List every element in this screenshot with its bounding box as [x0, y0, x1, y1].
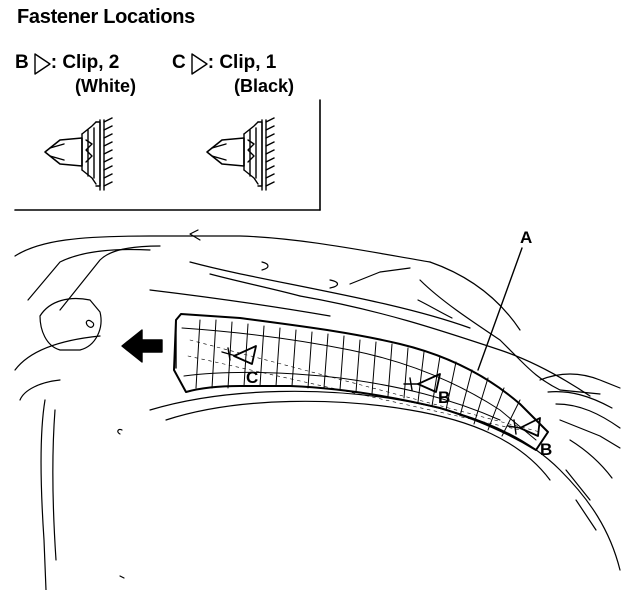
legend-c-triangle-shape [191, 53, 208, 75]
legend-b: B : Clip, 2 [15, 52, 119, 74]
page-title: Fastener Locations [17, 6, 195, 28]
forward-arrow-icon [121, 329, 163, 363]
callout-a-leader [477, 247, 523, 371]
inset-box [14, 99, 321, 211]
legend-b-triangle-shape [34, 53, 51, 75]
legend-c-text: : Clip, 1 [207, 52, 277, 73]
legend-b-color: (White) [75, 76, 136, 96]
clip-c-marker [221, 345, 257, 365]
legend-c-color: (Black) [234, 76, 295, 96]
callout-b-label-2: B [540, 440, 553, 459]
callout-b-label-1: B [438, 388, 451, 407]
clip-b-marker-2 [507, 417, 541, 437]
clip-c-illustration [206, 117, 275, 191]
legend-c: C : Clip, 1 [172, 52, 276, 74]
clip-b-marker-1 [403, 373, 441, 393]
legend-b-text: : Clip, 2 [50, 52, 120, 73]
vehicle-body-outline [14, 229, 621, 590]
legend-c-letter: C [172, 52, 186, 73]
callout-c-label: C [246, 368, 259, 387]
legend-b-letter: B [15, 52, 29, 73]
callout-a-label: A [520, 228, 533, 247]
clip-b-illustration [44, 117, 113, 191]
